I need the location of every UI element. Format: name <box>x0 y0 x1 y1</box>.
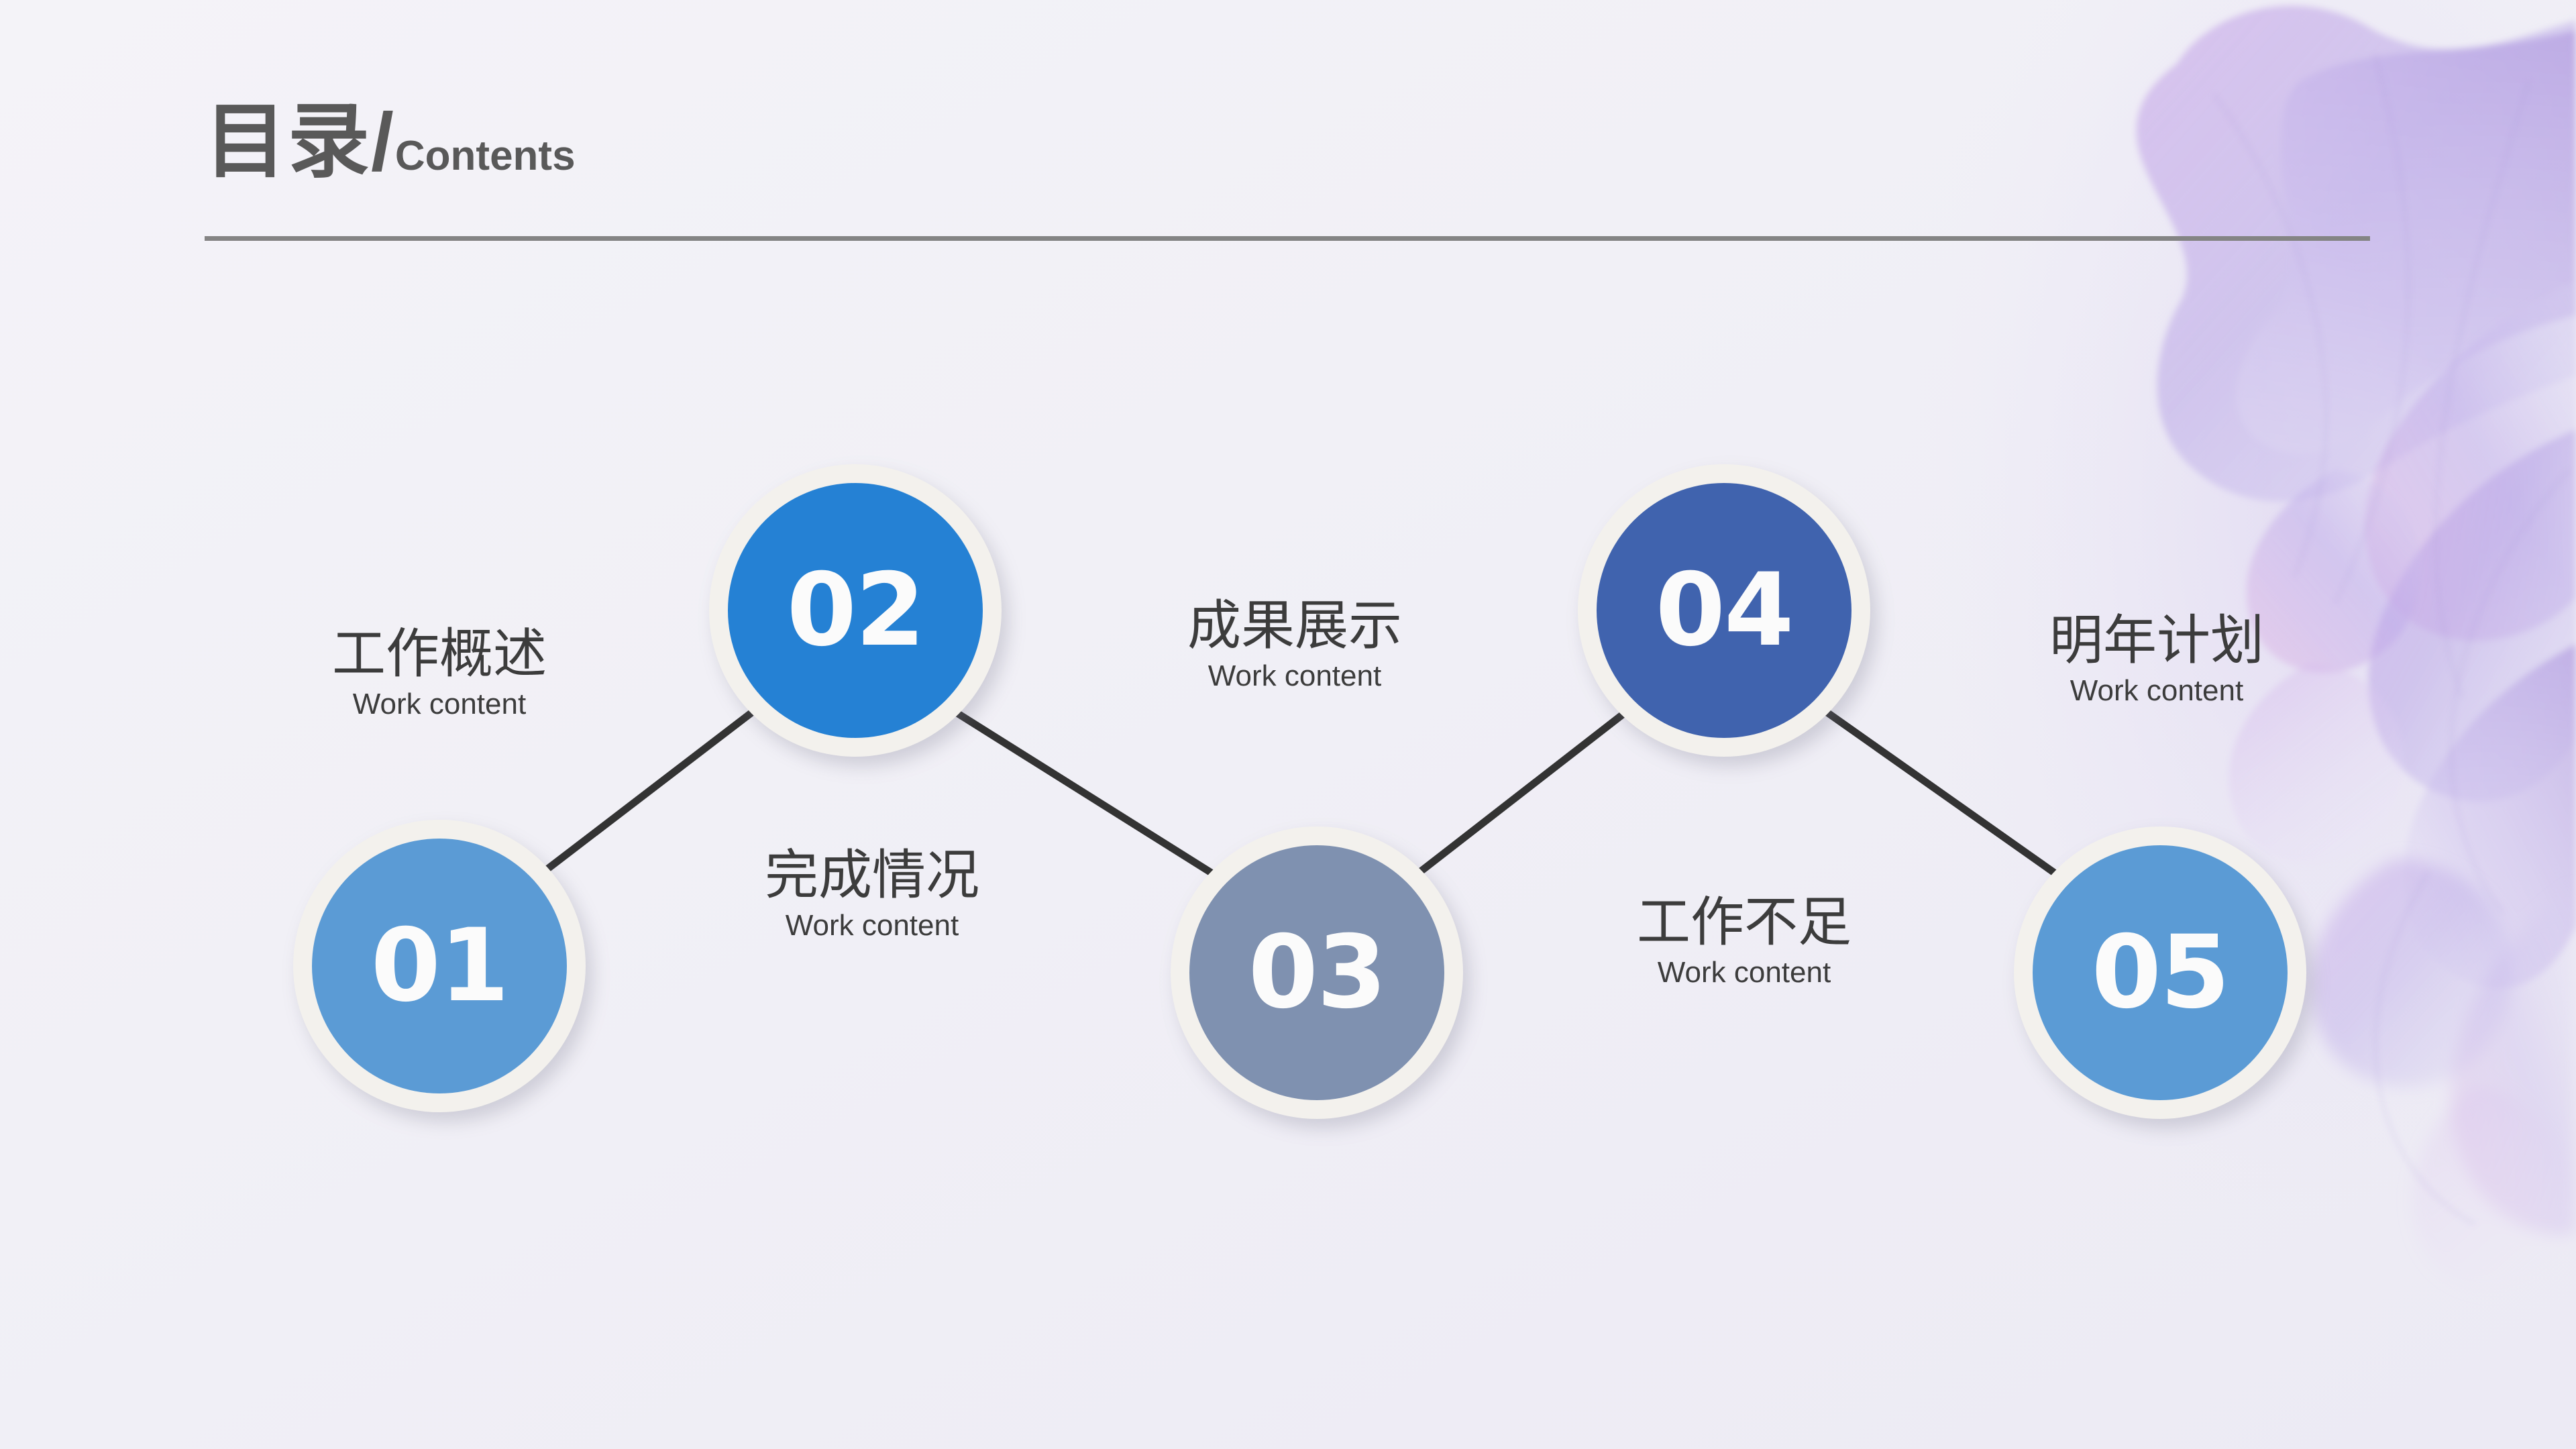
page-title: 目录/Contents <box>205 101 576 182</box>
milestone-node-02[interactable]: 02 <box>709 464 1002 757</box>
milestone-number: 02 <box>786 552 926 669</box>
milestone-node-01[interactable]: 01 <box>293 820 586 1112</box>
connector-03-04 <box>1411 706 1633 879</box>
milestone-title-en: Work content <box>1208 659 1382 692</box>
milestone-title-en: Work content <box>1657 955 1831 989</box>
milestone-node-fill: 03 <box>1189 845 1444 1100</box>
milestone-title-cn: 成果展示 <box>1187 594 1402 657</box>
milestone-title-cn: 明年计划 <box>2049 609 2264 672</box>
milestone-number: 04 <box>1655 552 1794 669</box>
milestone-title-cn: 工作不足 <box>1637 891 1851 953</box>
connector-02-03 <box>950 707 1225 883</box>
connector-04-05 <box>1819 706 2069 884</box>
title-divider <box>205 236 2370 241</box>
milestone-number: 03 <box>1248 914 1387 1031</box>
milestone-title-en: Work content <box>785 908 959 942</box>
milestone-title-en: Work content <box>352 687 527 720</box>
milestone-title-en: Work content <box>2070 674 2244 707</box>
milestone-node-fill: 01 <box>312 839 567 1093</box>
page-title-separator: / <box>371 96 394 187</box>
milestone-number: 05 <box>2091 914 2231 1031</box>
milestone-node-04[interactable]: 04 <box>1578 464 1870 757</box>
page-title-cn: 目录 <box>205 94 371 189</box>
page-title-en: Contents <box>394 133 576 179</box>
milestone-title-cn: 完成情况 <box>765 844 979 906</box>
milestone-node-03[interactable]: 03 <box>1171 826 1463 1119</box>
milestone-node-05[interactable]: 05 <box>2014 826 2306 1119</box>
connector-01-02 <box>539 704 762 876</box>
milestone-number: 01 <box>370 908 510 1024</box>
milestone-node-fill: 02 <box>728 483 983 738</box>
milestone-title-cn: 工作概述 <box>332 623 547 685</box>
milestone-node-fill: 05 <box>2033 845 2288 1100</box>
milestone-node-fill: 04 <box>1597 483 1851 738</box>
